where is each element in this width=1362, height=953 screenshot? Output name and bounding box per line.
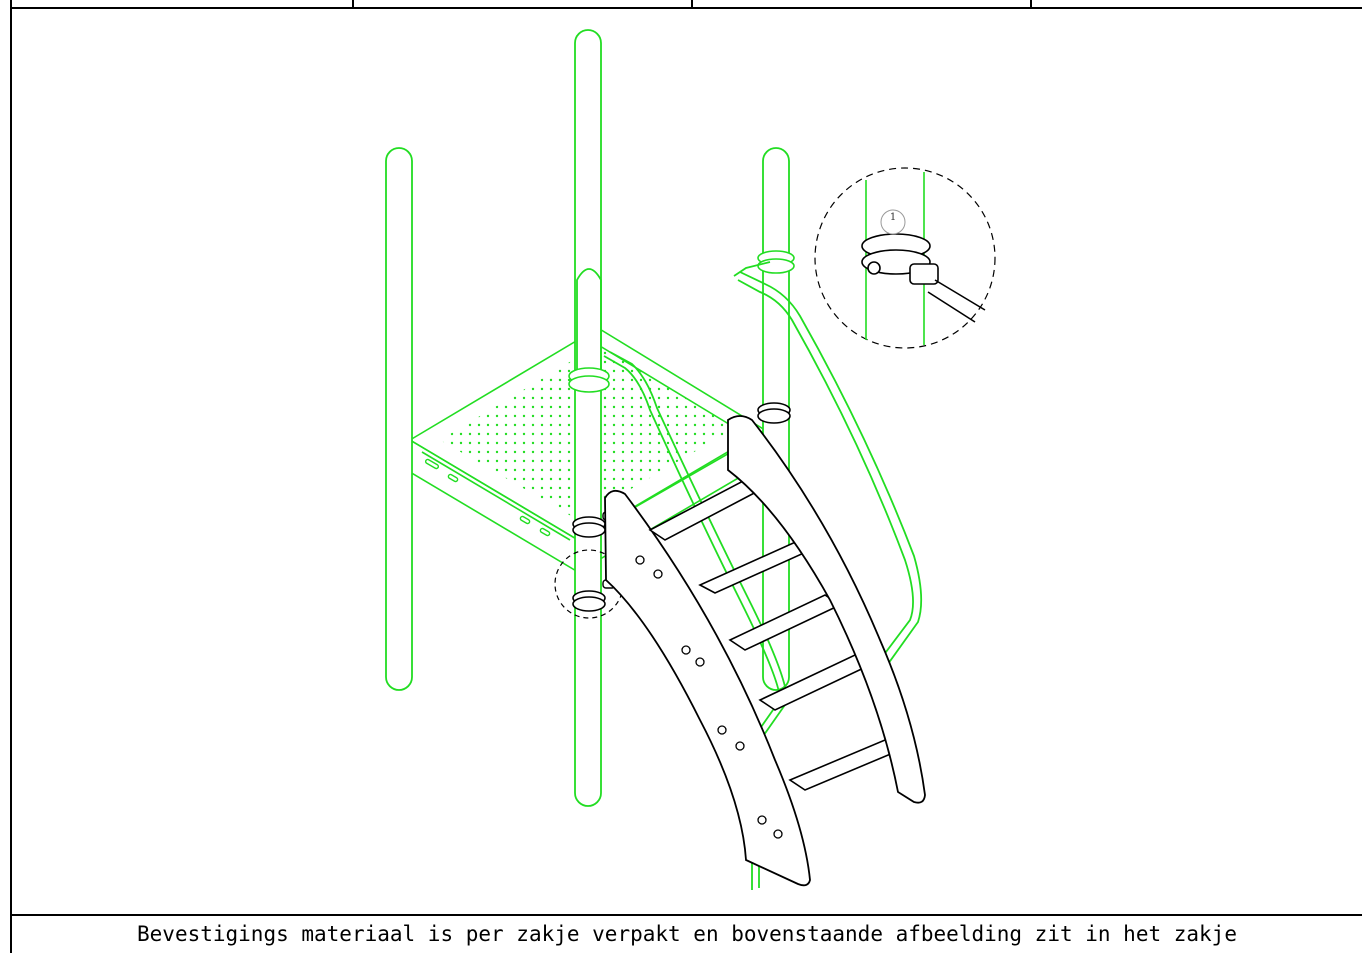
title-block-divider — [1030, 0, 1032, 9]
title-block-strip — [10, 0, 1362, 9]
caption-divider — [10, 914, 1362, 916]
handrail-right — [733, 261, 923, 665]
detail-rail — [927, 279, 986, 323]
handrail-left — [603, 351, 788, 890]
detail-callout-badge — [880, 209, 906, 235]
drawing-frame — [10, 0, 1362, 953]
platform-slots — [424, 458, 551, 537]
detail-callout-number: 1 — [889, 212, 897, 223]
stair-stringer-right — [727, 415, 926, 804]
title-block-divider — [352, 0, 354, 9]
stringer-bolts — [635, 555, 783, 839]
clamp — [572, 402, 791, 612]
detail-clamp — [861, 233, 939, 285]
caption-text: Bevestigings materiaal is per zakje verp… — [137, 922, 1237, 946]
stair-treads — [648, 479, 902, 791]
post-left — [385, 147, 413, 691]
stair-stringer-left — [604, 489, 811, 887]
clamp — [568, 250, 795, 393]
title-block-divider — [691, 0, 693, 9]
assembly-illustration — [385, 29, 996, 890]
detail-view-circle — [814, 167, 996, 349]
post-center-short — [576, 268, 602, 380]
post-center-tall — [574, 29, 602, 807]
